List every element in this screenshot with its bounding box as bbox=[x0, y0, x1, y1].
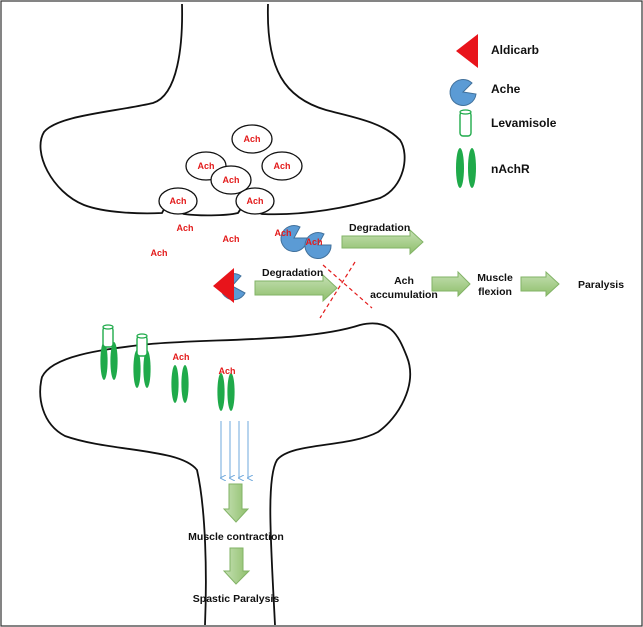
flow-arrow-to-spastic-paralysis bbox=[222, 547, 251, 585]
aldicarb-inhibitor-icon bbox=[213, 268, 234, 303]
legend-levamisole-icon bbox=[459, 109, 472, 137]
vesicle-ach-label: Ach bbox=[169, 196, 186, 206]
muscle-flexion-label-2: flexion bbox=[478, 286, 512, 298]
ach-accumulation-label-1: Ach bbox=[394, 275, 414, 287]
vesicle-ach-label: Ach bbox=[197, 161, 214, 171]
flow-arrow-to-flexion bbox=[431, 270, 471, 298]
nachr-receptor-icon bbox=[217, 373, 225, 411]
vesicle: Ach bbox=[261, 151, 303, 181]
legend-nachr-icon bbox=[468, 148, 476, 188]
presynaptic-terminal bbox=[39, 3, 406, 217]
legend-nachr-icon bbox=[456, 148, 464, 188]
spastic-paralysis-label: Spastic Paralysis bbox=[193, 593, 280, 605]
vesicle-group: Ach Ach Ach Ach Ach Ach bbox=[158, 124, 303, 215]
paralysis-label: Paralysis bbox=[578, 279, 624, 291]
vesicle-ach-label: Ach bbox=[246, 196, 263, 206]
flow-arrow-to-paralysis bbox=[520, 270, 560, 298]
bound-ach: Ach bbox=[274, 228, 291, 238]
legend-aldicarb-icon bbox=[456, 34, 478, 68]
vesicle: Ach bbox=[210, 165, 252, 195]
legend-aldicarb-label: Aldicarb bbox=[491, 43, 539, 57]
levamisole-agonist-icon bbox=[102, 324, 114, 348]
levamisole-agonist-icon bbox=[136, 333, 148, 357]
vesicle: Ach bbox=[235, 187, 275, 215]
legend-ache-label: Ache bbox=[491, 82, 521, 96]
ache-enzyme-icon bbox=[280, 225, 308, 253]
ach-accumulation-label-2: accumulation bbox=[370, 289, 438, 301]
nachr-receptor-icon bbox=[171, 365, 179, 403]
vesicle: Ach bbox=[158, 187, 198, 215]
degradation-arrow-top bbox=[341, 228, 424, 256]
degradation-arrow-mid bbox=[254, 273, 338, 303]
vesicle-ach-label: Ach bbox=[222, 175, 239, 185]
muscle-flexion-label-1: Muscle bbox=[477, 272, 513, 284]
receptor-ach: Ach bbox=[172, 352, 189, 362]
nachr-receptor-icon bbox=[181, 365, 189, 403]
legend-ache-icon bbox=[449, 79, 477, 106]
vesicle-ach-label: Ach bbox=[273, 161, 290, 171]
muscle-contraction-label: Muscle contraction bbox=[188, 531, 284, 543]
nachr-receptor-icon bbox=[133, 350, 141, 388]
free-ach: Ach bbox=[176, 223, 193, 233]
signal-arrows bbox=[221, 421, 248, 478]
ache-enzyme-icon bbox=[304, 232, 332, 260]
legend-nachr-label: nAchR bbox=[491, 162, 530, 176]
nachr-receptor-icon bbox=[143, 350, 151, 388]
nachr-receptor-icon bbox=[227, 373, 235, 411]
free-ach: Ach bbox=[222, 234, 239, 244]
nachr-receptor-icon bbox=[110, 342, 118, 380]
vesicle-ach-label: Ach bbox=[243, 134, 260, 144]
flow-arrow-to-contraction bbox=[222, 483, 250, 523]
degradation-mid-label: Degradation bbox=[262, 267, 323, 279]
nachr-receptor-icon bbox=[100, 342, 108, 380]
legend-levamisole-label: Levamisole bbox=[491, 116, 557, 130]
postsynaptic-membrane bbox=[39, 322, 412, 626]
legend: Aldicarb Ache Levamisole nAchR bbox=[449, 34, 557, 188]
free-ach: Ach bbox=[150, 248, 167, 258]
vesicle: Ach bbox=[231, 124, 273, 154]
bound-ach: Ach bbox=[305, 237, 322, 247]
blocked-cross bbox=[319, 261, 373, 319]
receptor-ach: Ach bbox=[218, 366, 235, 376]
degradation-top-label: Degradation bbox=[349, 222, 410, 234]
receptor-group bbox=[100, 342, 235, 411]
